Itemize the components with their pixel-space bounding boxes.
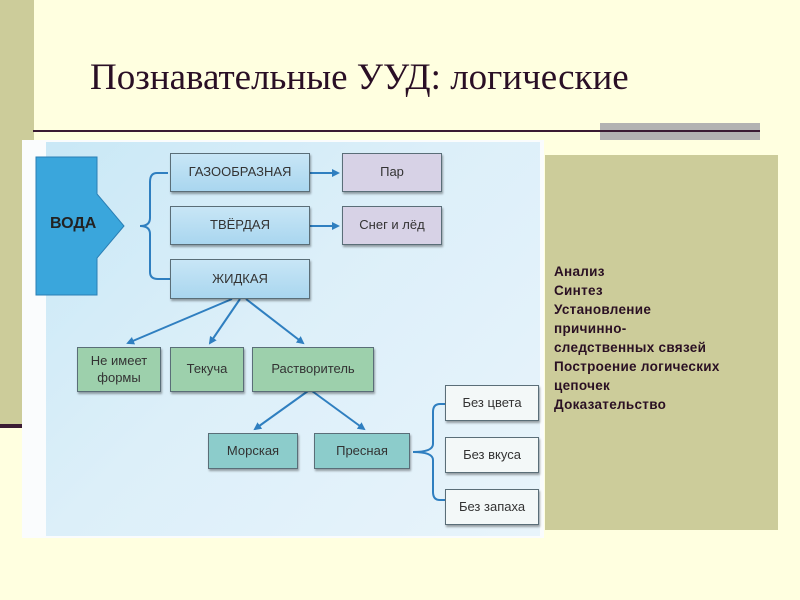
list-item: Установление xyxy=(554,302,652,317)
water-fresh: Пресная xyxy=(314,433,410,469)
property-no-shape: Не имеет формы xyxy=(77,347,161,392)
list-item: Синтез xyxy=(554,283,603,298)
state-liquid: ЖИДКАЯ xyxy=(170,259,310,299)
water-sea: Морская xyxy=(208,433,298,469)
result-steam: Пар xyxy=(342,153,442,192)
list-item: причинно- xyxy=(554,321,627,336)
state-gas: ГАЗООБРАЗНАЯ xyxy=(170,153,310,192)
property-solvent: Растворитель xyxy=(252,347,374,392)
root-node-water: ВОДА xyxy=(50,215,97,232)
state-solid: ТВЁРДАЯ xyxy=(170,206,310,245)
fresh-odorless: Без запаха xyxy=(445,489,539,525)
diagram-background xyxy=(46,142,540,536)
list-item: Доказательство xyxy=(554,397,667,412)
title-divider xyxy=(33,130,760,132)
result-snow-ice: Снег и лёд xyxy=(342,206,442,245)
fresh-tasteless: Без вкуса xyxy=(445,437,539,473)
list-item: цепочек xyxy=(554,378,611,393)
logical-actions-list: Анализ Синтез Установление причинно- сле… xyxy=(554,262,720,414)
fresh-colorless: Без цвета xyxy=(445,385,539,421)
property-fluid: Текуча xyxy=(170,347,244,392)
accent-rule xyxy=(0,424,22,428)
logical-actions-panel xyxy=(545,155,778,530)
slide-title: Познавательные УУД: логические xyxy=(90,57,629,98)
list-item: следственных связей xyxy=(554,340,707,355)
list-item: Построение логических xyxy=(554,359,720,374)
list-item: Анализ xyxy=(554,264,605,279)
water-diagram xyxy=(22,140,544,538)
